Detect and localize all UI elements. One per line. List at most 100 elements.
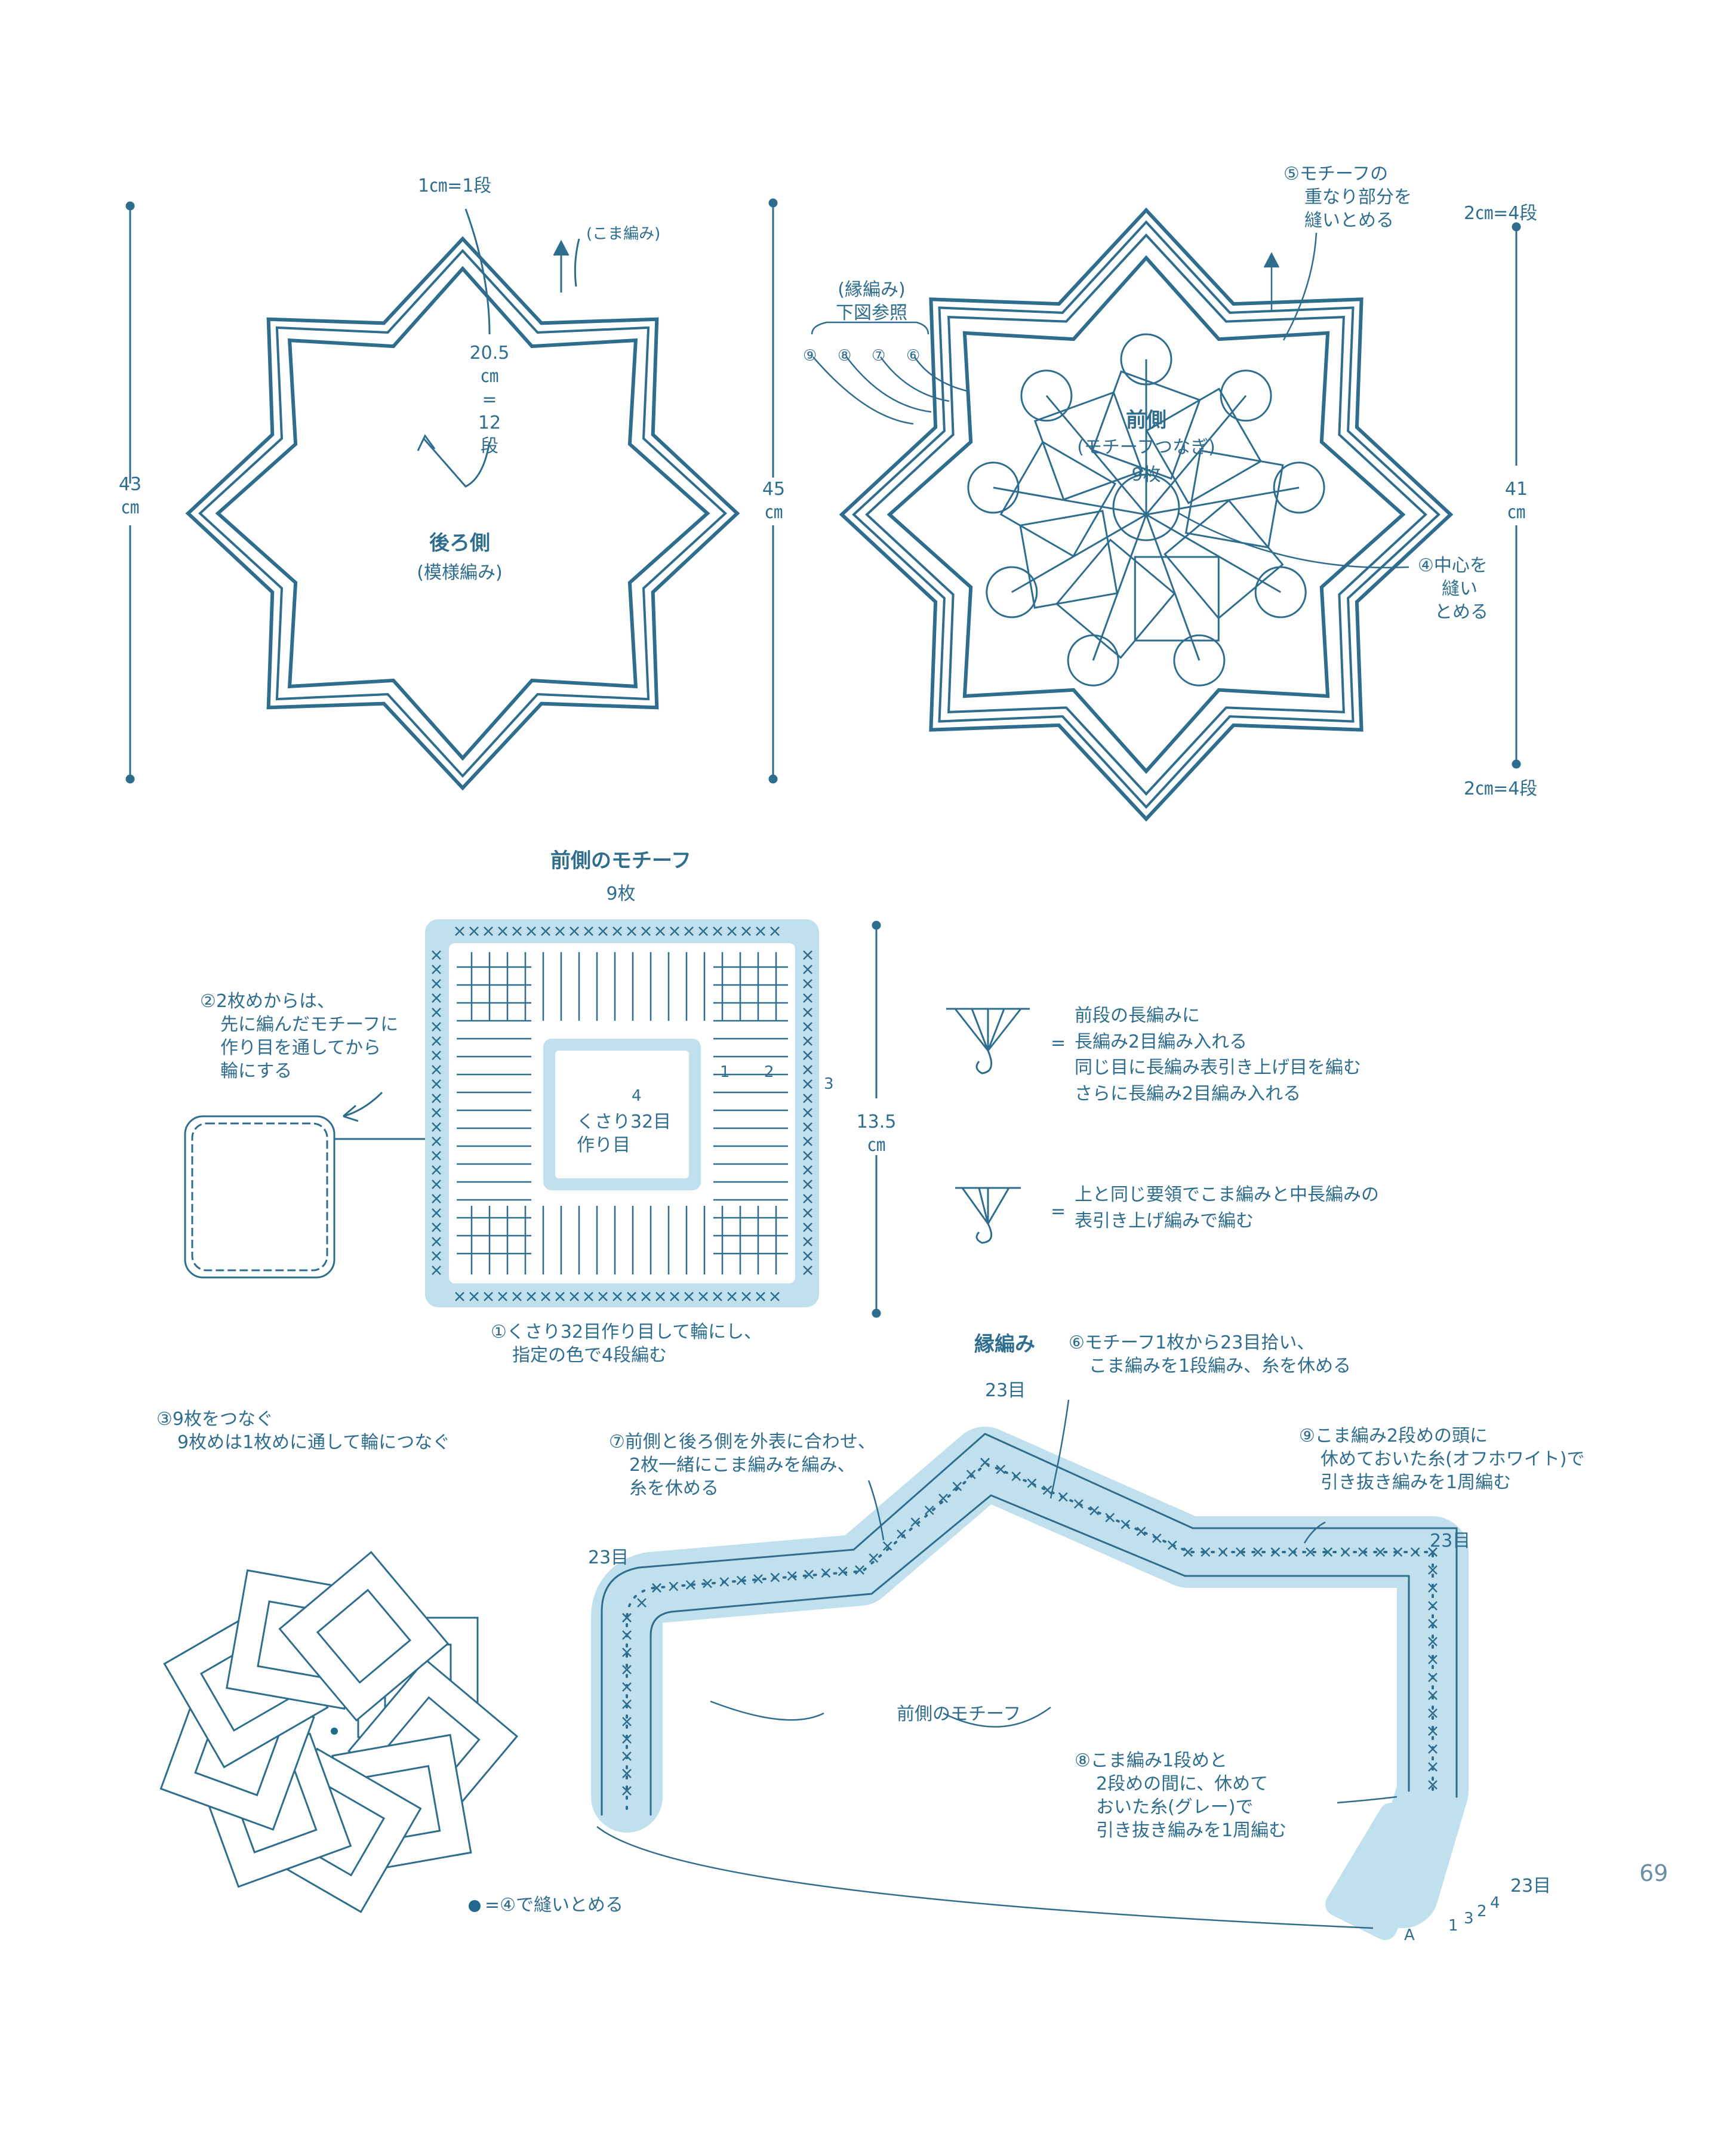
motif-note-2-1: ②2枚めからは、 — [200, 991, 335, 1012]
edging-stitch-x — [1027, 1478, 1037, 1488]
row-circle-9: ⑨ — [803, 347, 817, 365]
edging-note-8: ⑧こま編み1段めと 2段めの間に、休めて おいた糸(グレー)で 引き抜き編みを1… — [1075, 1749, 1286, 1842]
edging-stitch-x — [882, 1541, 892, 1551]
edging-stitch-x — [838, 1566, 848, 1577]
edging-stitch-x — [1201, 1547, 1211, 1557]
motif-note-1: ①くさり32目作り目して輪にし、 指定の色で4段編む — [491, 1320, 762, 1367]
front-motif-square — [1091, 370, 1201, 480]
stitch-x — [803, 993, 812, 1003]
edging-stitch-x — [1089, 1505, 1099, 1516]
edging-note-7-2: 2枚一緒にこま編みを編み、 — [629, 1455, 855, 1476]
stitch-x — [655, 926, 665, 936]
stitch-x — [627, 926, 636, 936]
edging-23-right: 23目 — [1430, 1531, 1471, 1551]
motif-stitch-symbols — [432, 926, 812, 1301]
stitch-x — [498, 1292, 507, 1301]
back-height-value: 43 — [118, 474, 142, 495]
stitch-x — [432, 1208, 441, 1218]
edging-arrow-A: A — [1404, 1926, 1415, 1944]
edging-stitch-x — [1183, 1547, 1193, 1557]
front-note-4-2: 縫い — [1442, 578, 1478, 599]
stitch-x — [612, 926, 622, 936]
motif-chain-1: くさり32目 — [577, 1112, 672, 1132]
front-inner-label: 41 ㎝ — [1501, 478, 1532, 524]
stitch-x — [770, 926, 780, 936]
front-gauge-bottom: 2㎝=4段 — [1464, 778, 1538, 799]
edging-stitch-x — [1428, 1619, 1438, 1628]
edging-note-9: ⑨こま編み2段めの頭に 休めておいた糸(オフホワイト)で 引き抜き編みを1周編む — [1299, 1424, 1585, 1494]
front-note-4-1: ④中心を — [1418, 555, 1488, 576]
front-border-note-1: (縁編み) — [838, 279, 906, 300]
edging-row-3: 3 — [1464, 1910, 1474, 1928]
front-motif-corner-circle — [1254, 566, 1307, 618]
stitch-x — [469, 1292, 479, 1301]
stitch-x — [570, 926, 579, 936]
front-inner-unit: ㎝ — [1507, 502, 1525, 523]
stitch-x — [432, 1151, 441, 1160]
stitch-x — [756, 926, 765, 936]
motif-row-1: 1 — [720, 1063, 730, 1081]
stitch-x — [541, 1292, 550, 1301]
front-note-4-3: とめる — [1435, 602, 1488, 623]
stitch-x — [541, 926, 550, 936]
stitch-x — [727, 1292, 737, 1301]
edging-stitch-x — [736, 1575, 746, 1585]
back-edge-note: (こま編み) — [586, 225, 661, 243]
chain-loop — [184, 1091, 425, 1279]
stitch-x — [570, 1292, 579, 1301]
front-motif-square — [1164, 499, 1284, 620]
front-center — [1112, 473, 1180, 541]
edging-stitch-x — [622, 1751, 632, 1761]
stitch-x — [803, 965, 812, 974]
front-motif-spoke — [1045, 395, 1147, 515]
motif-size-unit: ㎝ — [867, 1135, 885, 1156]
edging-stitch-x — [1340, 1547, 1350, 1557]
back-radius-label: 20.5 ㎝ = 12 段 — [463, 341, 516, 458]
stitch-x — [770, 1292, 780, 1301]
stitch-x — [598, 926, 608, 936]
front-dimension-line — [768, 198, 778, 784]
edging-stitch-x — [869, 1553, 879, 1563]
join-note-3: ③9枚をつなぐ 9枚めは1枚めに通して輪につなぐ — [156, 1408, 450, 1454]
joined-motifs — [159, 1551, 519, 1913]
front-border-note-2: 下図参照 — [836, 303, 907, 324]
edging-stitch-x — [1428, 1565, 1438, 1575]
row-circle-8: ⑧ — [838, 347, 852, 365]
stitch-x — [455, 926, 464, 936]
stitch-x — [432, 1137, 441, 1146]
edging-stitch-x — [622, 1630, 632, 1640]
stitch-x — [469, 926, 479, 936]
stitch-x — [484, 1292, 493, 1301]
stitch-x — [432, 1094, 441, 1103]
edging-23-bottom: 23目 — [1510, 1876, 1552, 1896]
front-motif-spoke — [1145, 395, 1247, 515]
edging-note-8-3: おいた糸(グレー)で — [1096, 1797, 1254, 1818]
edging-stitch-x — [804, 1569, 814, 1580]
edging-stitch-x — [1375, 1547, 1385, 1557]
legend-symbol-1 — [946, 1008, 1030, 1074]
stitch-x — [698, 926, 708, 936]
front-motif-square — [1019, 510, 1118, 609]
front-motif-square — [1184, 449, 1284, 549]
front-border-note: (縁編み) 下図参照 — [812, 278, 931, 325]
legend-symbol-2 — [955, 1187, 1021, 1244]
stitch-x — [627, 1292, 636, 1301]
stitch-x — [803, 1122, 812, 1132]
edging-row-2: 2 — [1477, 1902, 1487, 1920]
motif-chain-label: くさり32目 作り目 — [577, 1110, 671, 1157]
back-dimension-line — [125, 201, 135, 784]
front-motif-spoke — [993, 487, 1147, 516]
edging-stitch-x — [910, 1517, 921, 1527]
stitch-x — [432, 1180, 441, 1189]
stitch-x — [655, 1292, 665, 1301]
edging-note-6: ⑥モチーフ1枚から23目拾い、 こま編みを1段編み、糸を休める — [1069, 1331, 1351, 1378]
stitch-x — [555, 926, 565, 936]
edging-note-6-2: こま編みを1段編み、糸を休める — [1089, 1356, 1352, 1377]
stitch-x — [584, 926, 593, 936]
motif-size-value: 13.5 — [856, 1112, 897, 1132]
legend2-equals: = — [1051, 1201, 1066, 1222]
motif-note-2-2: 先に編んだモチーフに — [220, 1014, 399, 1035]
legend1-3: 同じ目に長編み表引き上げ目を編む — [1075, 1057, 1361, 1078]
edging-stitch-x — [622, 1717, 632, 1726]
edging-note-8-1: ⑧こま編み1段めと — [1075, 1750, 1227, 1771]
